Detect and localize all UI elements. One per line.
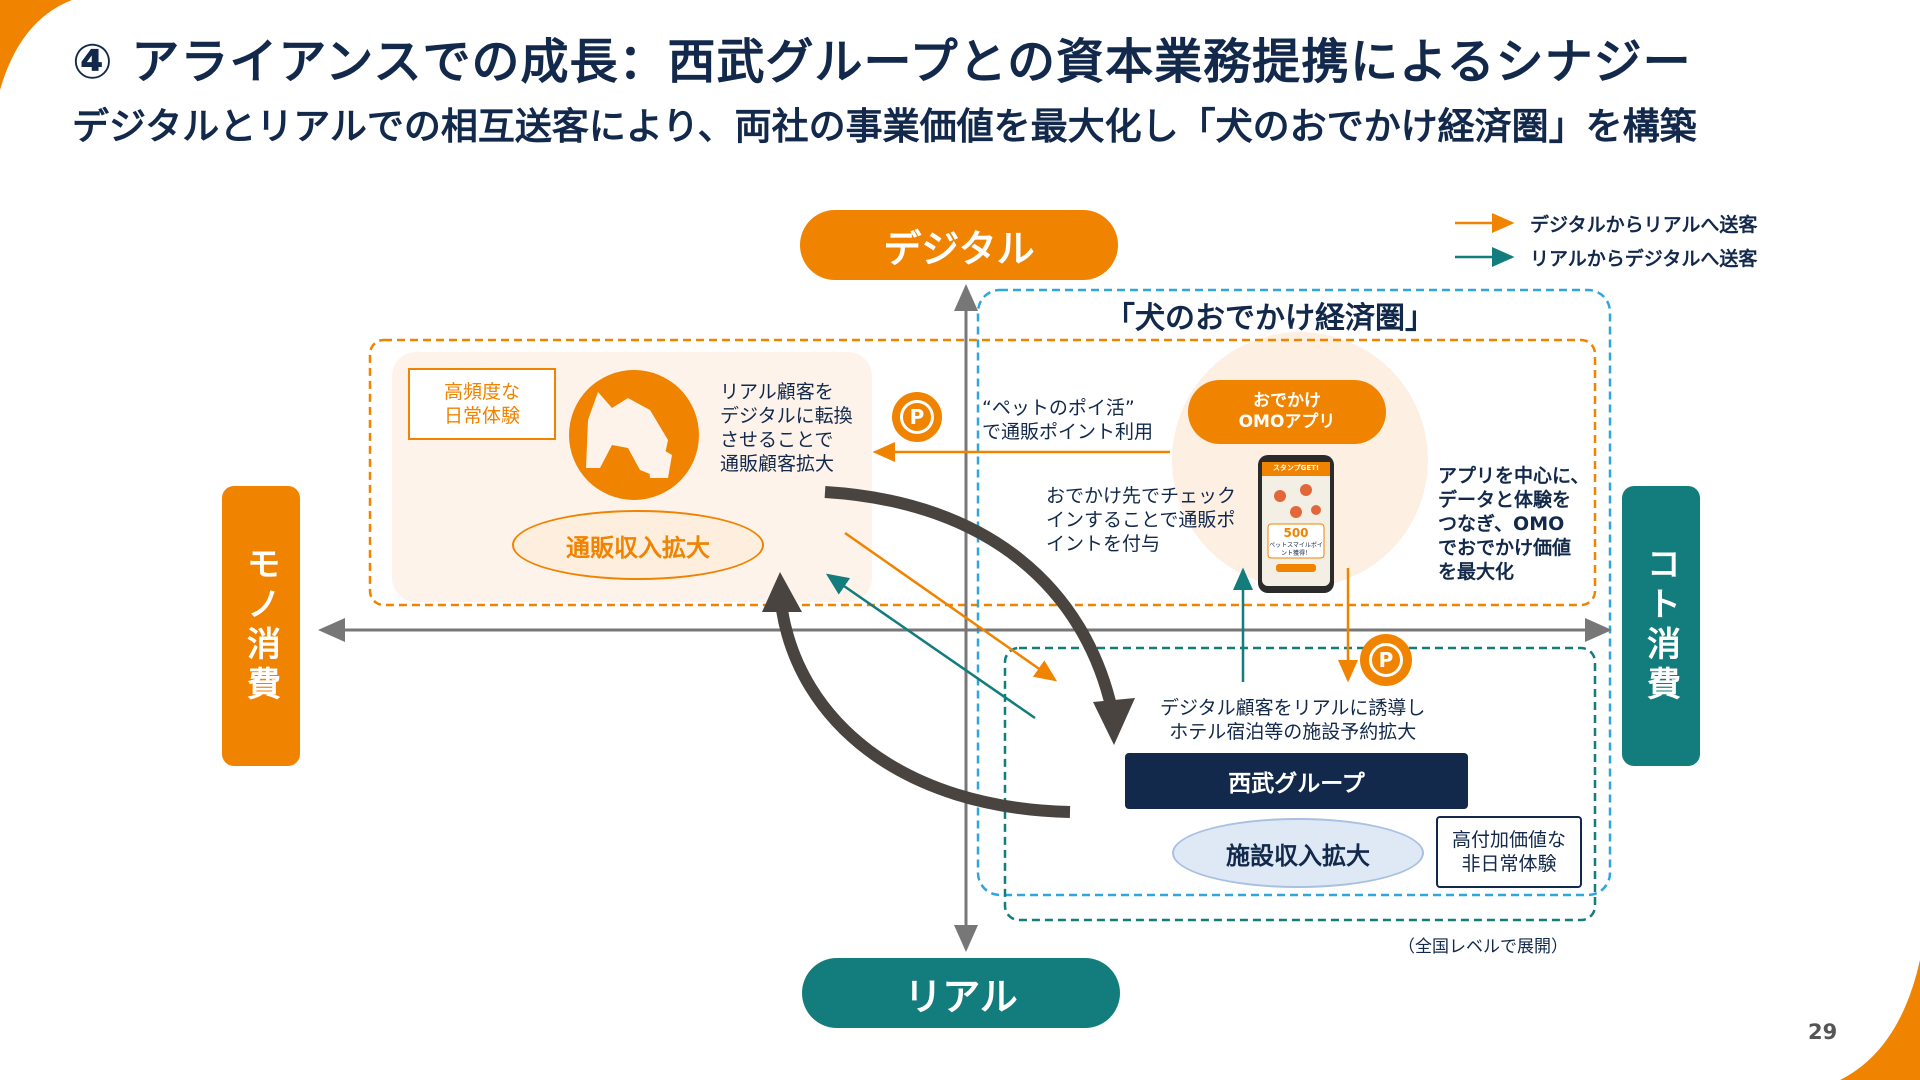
point-icon-top: P — [892, 392, 942, 442]
page-title: ④ アライアンスでの成長：西武グループとの資本業務提携によるシナジー — [72, 34, 1692, 90]
conversion-text: リアル顧客を デジタルに転換 させることで 通販顧客拡大 — [720, 381, 853, 475]
phone-header-text: スタンプGET! — [1272, 464, 1320, 472]
ecosystem-title: 「犬のおでかけ経済圏」 — [1105, 301, 1435, 336]
arrow-real-to-digital — [825, 573, 1036, 720]
high-frequency-badge: 高頻度な 日常体験 — [408, 368, 556, 440]
seibu-group-bar: 西武グループ — [1125, 753, 1468, 809]
page-number: 29 — [1808, 1020, 1838, 1044]
app-center-text: アプリを中心に、 データと体験を つなぎ、OMO でおでかけ価値 を最大化 — [1438, 465, 1590, 583]
axis-label-real: リアル — [802, 958, 1120, 1028]
curve-arrow-left — [776, 609, 1071, 818]
arrow-digital-to-real — [844, 531, 1058, 682]
mail-order-revenue-ellipse: 通販収入拡大 — [512, 510, 764, 580]
curve-arrow-right — [824, 486, 1118, 712]
axis-label-koto: コト消費 — [1622, 486, 1700, 766]
page-subtitle: デジタルとリアルでの相互送客により、両社の事業価値を最大化し「犬のおでかけ経済圏… — [72, 105, 1697, 148]
facility-revenue-ellipse: 施設収入拡大 — [1172, 818, 1424, 888]
phone-illustration — [1258, 455, 1334, 593]
legend-teal-label: リアルからデジタルへ送客 — [1530, 248, 1758, 270]
phone-points-caption: ペットスマイルポイント獲得！ — [1269, 542, 1323, 557]
nationwide-footnote: （全国レベルで展開） — [1398, 937, 1568, 957]
axis-label-digital: デジタル — [800, 210, 1118, 280]
axis-label-mono: モノ消費 — [222, 486, 300, 766]
digital-zone-frame — [368, 338, 1597, 607]
induction-text: デジタル顧客をリアルに誘導し ホテル宿泊等の施設予約拡大 — [1160, 697, 1426, 743]
curve-arrow-left-head — [762, 572, 802, 612]
point-icon-bottom-glyph: P — [1369, 643, 1403, 677]
point-icon-top-glyph: P — [900, 400, 934, 434]
non-daily-badge: 高付加価値な 非日常体験 — [1436, 816, 1582, 888]
pet-points-text: “ペットのポイ活” で通販ポイント利用 — [982, 397, 1154, 443]
checkin-text: おでかけ先でチェック インすることで通販ポ イントを付与 — [1046, 485, 1237, 555]
legend-orange-label: デジタルからリアルへ送客 — [1530, 214, 1758, 236]
corner-decoration-top-left — [0, 0, 72, 90]
omo-app-pill: おでかけ OMOアプリ — [1188, 380, 1386, 444]
phone-points: 500 — [1283, 526, 1309, 540]
corner-decoration-bottom-right — [1840, 960, 1920, 1080]
real-zone-frame — [1003, 646, 1597, 922]
curve-arrow-right-head — [1093, 698, 1135, 745]
dog-cat-icon — [569, 370, 699, 500]
point-icon-bottom: P — [1360, 634, 1412, 686]
ecosystem-frame — [976, 288, 1612, 897]
